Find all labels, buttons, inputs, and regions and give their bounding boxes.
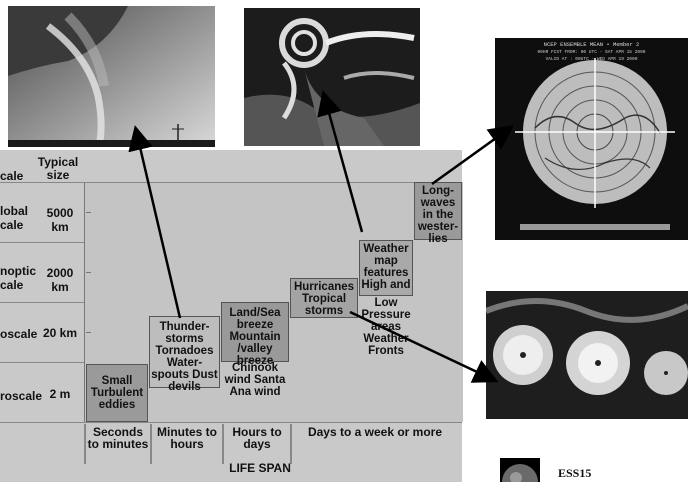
arrow-weathermap-to-cyclone: [324, 95, 362, 232]
arrow-thunderstorms-to-tornado: [136, 130, 180, 318]
arrow-longwaves-to-map: [432, 128, 510, 184]
arrow-hurricanes-to-satellite: [350, 312, 494, 380]
course-label: ESS15: [558, 466, 591, 481]
earth-globe-icon: [500, 458, 540, 482]
